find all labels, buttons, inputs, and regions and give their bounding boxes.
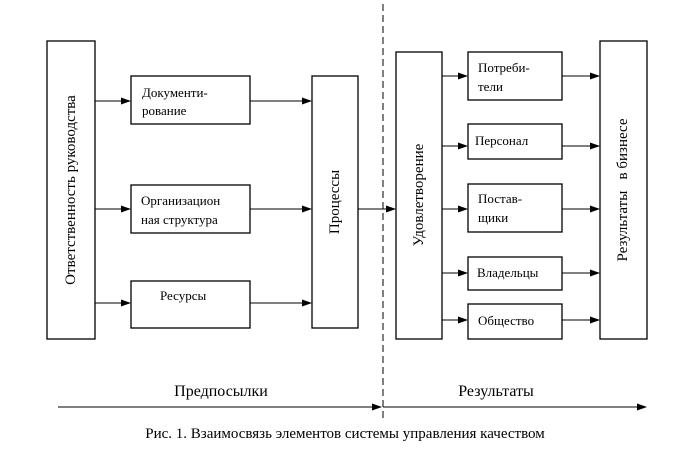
input-box-documentation: Документи- рование <box>130 75 251 125</box>
stakeholder-box-suppliers: Постав- щики <box>467 183 563 233</box>
stakeholder-label: щики <box>478 210 508 225</box>
stakeholder-box-consumers: Потреби- тели <box>467 51 563 101</box>
prerequisites-label: Предпосылки <box>174 383 268 400</box>
stakeholder-label: тели <box>478 79 503 94</box>
stakeholder-label: Персонал <box>475 133 529 148</box>
management-responsibility-box: Ответственность руководства <box>46 40 96 340</box>
processes-box: Процессы <box>311 75 359 329</box>
satisfaction-box: Удовлетворение <box>395 51 443 340</box>
input-box-resources: Ресурсы <box>130 280 251 329</box>
business-results-box: Результаты в бизнесе <box>599 40 648 340</box>
business-results-label: Результаты в бизнесе <box>615 118 631 261</box>
results-label: Результаты <box>458 383 534 400</box>
input-box-org-structure: Организацион ная структура <box>130 184 251 234</box>
stakeholder-label: Владельцы <box>477 265 539 280</box>
stakeholder-box-personnel: Персонал <box>467 123 563 160</box>
management-responsibility-label: Ответственность руководства <box>63 95 79 285</box>
processes-label: Процессы <box>327 170 343 234</box>
input-label: Ресурсы <box>160 288 207 303</box>
input-label: Документи- <box>142 85 208 100</box>
stakeholder-box-society: Общество <box>467 303 563 340</box>
figure-caption: Рис. 1. Взаимосвязь элементов системы уп… <box>145 426 545 442</box>
stakeholder-label: Потреби- <box>478 60 530 75</box>
input-label: Организацион <box>141 193 220 208</box>
input-label: рование <box>142 103 187 118</box>
stakeholder-box-owners: Владельцы <box>467 256 563 291</box>
stakeholder-label: Общество <box>478 313 534 328</box>
stakeholder-label: Постав- <box>478 191 522 206</box>
input-label: ная структура <box>141 212 218 227</box>
satisfaction-label: Удовлетворение <box>411 143 427 246</box>
